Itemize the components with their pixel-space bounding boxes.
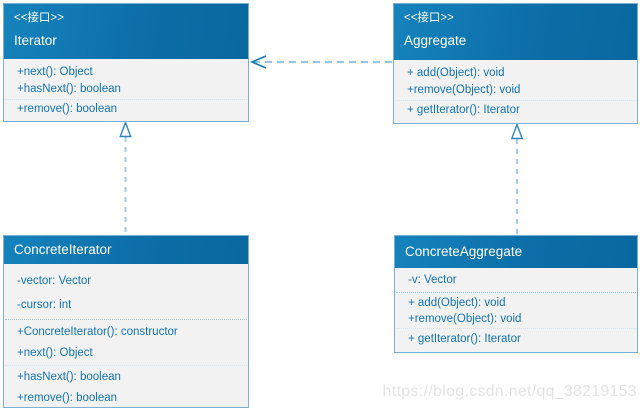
method-row: +next(): Object <box>17 66 93 78</box>
method-row: + add(Object): void <box>407 67 505 79</box>
attribute-row: -vector: Vector <box>17 275 92 287</box>
stereotype-label: <<接口>> <box>14 12 64 24</box>
method-row: +hasNext(): boolean <box>17 371 121 383</box>
watermark-text: https://blog.csdn.net/qq_38219153 <box>382 383 637 400</box>
method-row: +hasNext(): boolean <box>17 83 121 95</box>
attributes-methods-separator <box>396 292 636 293</box>
class-header-iterator: <<接口>> Iterator <box>4 4 248 59</box>
class-box-iterator: <<接口>> Iterator +next(): Object +hasNext… <box>3 3 249 122</box>
attribute-row: -cursor: int <box>17 299 72 311</box>
attributes-methods-separator <box>5 319 247 320</box>
method-row: + add(Object): void <box>408 297 506 309</box>
class-name: ConcreteAggregate <box>405 244 523 259</box>
class-name: ConcreteIterator <box>14 242 112 257</box>
class-header-concreteiterator: ConcreteIterator <box>4 236 248 264</box>
realization-triangle-aggregate <box>510 122 524 140</box>
attribute-row: -v: Vector <box>408 274 457 286</box>
method-row: +remove(): boolean <box>17 103 118 115</box>
method-row: +ConcreteIterator(): constructor <box>17 326 178 338</box>
class-header-aggregate: <<接口>> Aggregate <box>394 4 637 60</box>
class-box-concreteaggregate: ConcreteAggregate -v: Vector + add(Objec… <box>394 235 638 353</box>
realization-triangle-iterator <box>119 120 132 138</box>
method-row: +next(): Object <box>17 347 93 359</box>
stereotype-label: <<接口>> <box>404 12 454 24</box>
method-row: +remove(): boolean <box>17 392 118 404</box>
section-separator <box>5 99 247 100</box>
method-row: +remove(Object): void <box>407 84 521 96</box>
dependency-open-arrowhead <box>249 55 267 69</box>
section-separator <box>395 100 636 101</box>
class-members-aggregate: + add(Object): void +remove(Object): voi… <box>394 60 637 123</box>
class-header-concreteaggregate: ConcreteAggregate <box>395 236 637 268</box>
class-members-iterator: +next(): Object +hasNext(): boolean +rem… <box>4 59 248 121</box>
class-name: Iterator <box>14 33 57 48</box>
class-name: Aggregate <box>404 33 467 48</box>
class-box-concreteiterator: ConcreteIterator -vector: Vector -cursor… <box>3 235 249 408</box>
section-separator <box>5 365 247 366</box>
class-members-concreteiterator: -vector: Vector -cursor: int +ConcreteIt… <box>4 264 248 407</box>
class-members-concreteaggregate: -v: Vector + add(Object): void +remove(O… <box>395 268 637 352</box>
method-row: +remove(Object): void <box>408 313 522 325</box>
class-box-aggregate: <<接口>> Aggregate + add(Object): void +re… <box>393 3 638 124</box>
method-row: + getIterator(): Iterator <box>408 333 521 345</box>
section-separator <box>396 328 636 329</box>
method-row: + getIterator(): Iterator <box>407 104 520 116</box>
